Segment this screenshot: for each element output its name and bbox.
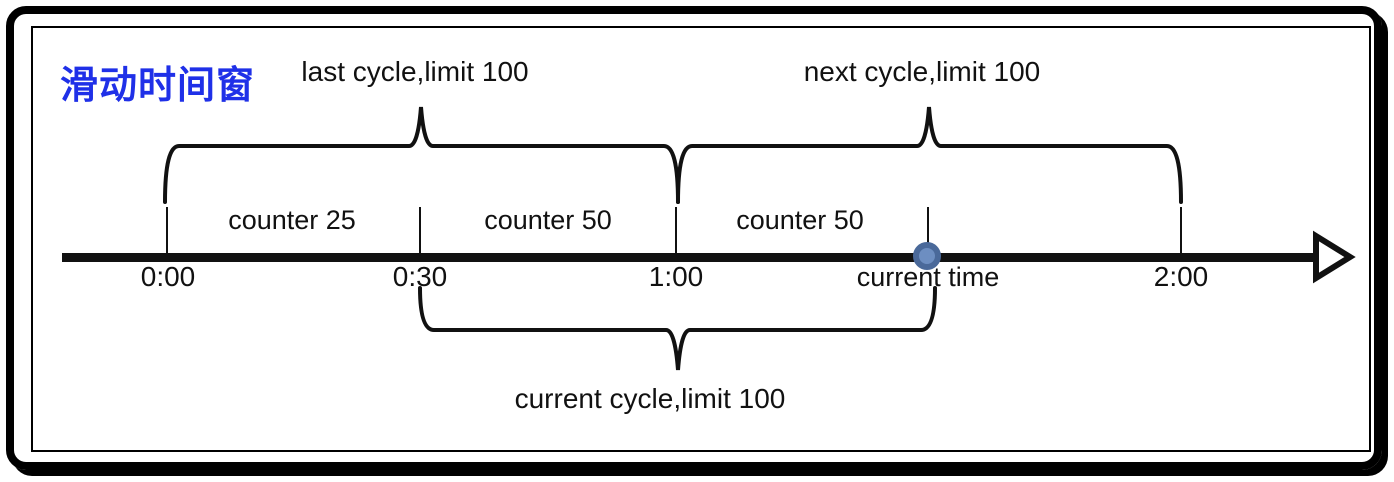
- next-cycle-brace: [676, 106, 1183, 204]
- tick-label-0100: 1:00: [648, 261, 704, 292]
- current-time-marker: [913, 242, 941, 270]
- counter-label-2: counter 50: [484, 205, 612, 235]
- next-cycle-label: next cycle,limit 100: [803, 56, 1041, 87]
- tick-0100: [675, 207, 677, 253]
- tick-0000: [166, 207, 168, 253]
- tick-label-0200: 2:00: [1153, 261, 1209, 292]
- time-axis: [62, 253, 1314, 262]
- current-cycle-label: current cycle,limit 100: [514, 383, 786, 414]
- tick-0200: [1180, 207, 1182, 253]
- current-cycle-brace: [418, 286, 937, 371]
- tick-current-time: [927, 207, 929, 253]
- last-cycle-brace: [163, 106, 680, 204]
- diagram-title: 滑动时间窗: [60, 65, 256, 107]
- tick-label-0030: 0:30: [392, 261, 448, 292]
- last-cycle-label: last cycle,limit 100: [301, 56, 529, 87]
- tick-0030: [419, 207, 421, 253]
- timeline-arrow-icon: [1313, 230, 1356, 284]
- tick-label-0000: 0:00: [140, 261, 196, 292]
- counter-label-1: counter 25: [228, 205, 356, 235]
- counter-label-3: counter 50: [736, 205, 864, 235]
